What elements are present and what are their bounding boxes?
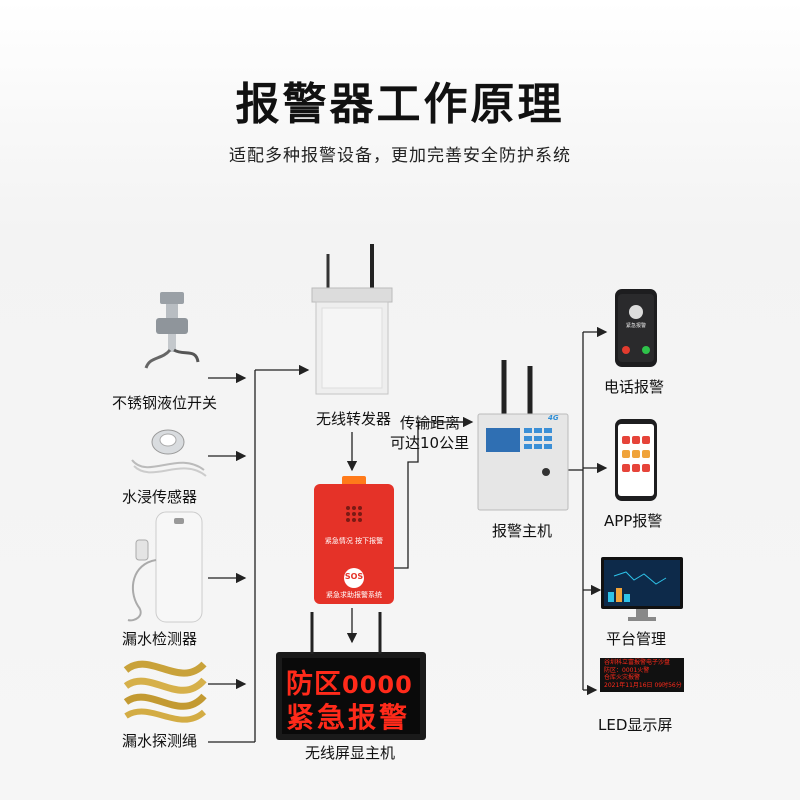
display-label: 无线屏显主机 — [305, 744, 396, 762]
phone-call-icon: 紧急报警 — [614, 288, 658, 368]
repeater-label: 无线转发器 — [316, 410, 392, 428]
led-line-4: 2021年11月16日 09时56分 — [604, 681, 682, 689]
alarm-host-device: 4G — [476, 360, 570, 512]
float-switch-icon — [144, 292, 200, 369]
output-label-4: LED显示屏 — [598, 716, 673, 734]
sos-button[interactable]: SOS — [344, 572, 364, 581]
page-subtitle: 适配多种报警设备，更加完善安全防护系统 — [229, 146, 571, 166]
water-sensor-icon — [131, 429, 207, 477]
display-alarm-text: 紧急报警 — [286, 701, 411, 734]
transmission-line-1: 传输距离 — [400, 414, 461, 432]
led-line-3: 仓库火灾报警 — [604, 674, 641, 681]
sos-top-text: 紧急情况 按下报警 — [324, 537, 384, 545]
leak-detector-icon — [127, 511, 203, 623]
repeater-device — [311, 244, 393, 395]
output-label-3: 平台管理 — [606, 630, 667, 648]
phone-caller-name: 紧急报警 — [625, 323, 646, 329]
sos-alarm-device: 紧急情况 按下报警 SOS 紧急求助报警系统 — [312, 476, 396, 606]
sensor-label-1: 不锈钢液位开关 — [112, 394, 218, 412]
transmission-line-2: 可达10公里 — [390, 434, 470, 452]
page-title: 报警器工作原理 — [235, 79, 565, 130]
display-zone-digits: 0000 — [342, 671, 413, 699]
line-sos-to-host — [392, 421, 470, 569]
sensor-label-4: 漏水探测绳 — [122, 732, 198, 750]
sos-bottom-text: 紧急求助报警系统 — [326, 591, 382, 599]
sensor-label-2: 水浸传感器 — [122, 488, 198, 506]
led-line-1: 谷圳科立富报警电子沙盘 — [604, 659, 671, 666]
wireless-display-host: 防区0000 紧急报警 — [276, 652, 426, 740]
host-label: 报警主机 — [492, 522, 553, 540]
monitor-icon — [601, 557, 683, 621]
display-antennas — [310, 612, 382, 654]
led-sign-icon: 谷圳科立富报警电子沙盘 防区：0001火警 仓库火灾报警 2021年11月16日… — [600, 658, 684, 692]
output-label-2: APP报警 — [604, 512, 663, 530]
display-zone-text: 防区 — [286, 669, 342, 700]
host-4g-badge: 4G — [548, 414, 559, 422]
app-phone-icon — [615, 419, 657, 501]
led-line-2: 防区：0001火警 — [604, 666, 650, 674]
output-label-1: 电话报警 — [604, 378, 665, 396]
sensor-label-3: 漏水检测器 — [122, 630, 198, 648]
leak-rope-icon — [123, 660, 207, 723]
